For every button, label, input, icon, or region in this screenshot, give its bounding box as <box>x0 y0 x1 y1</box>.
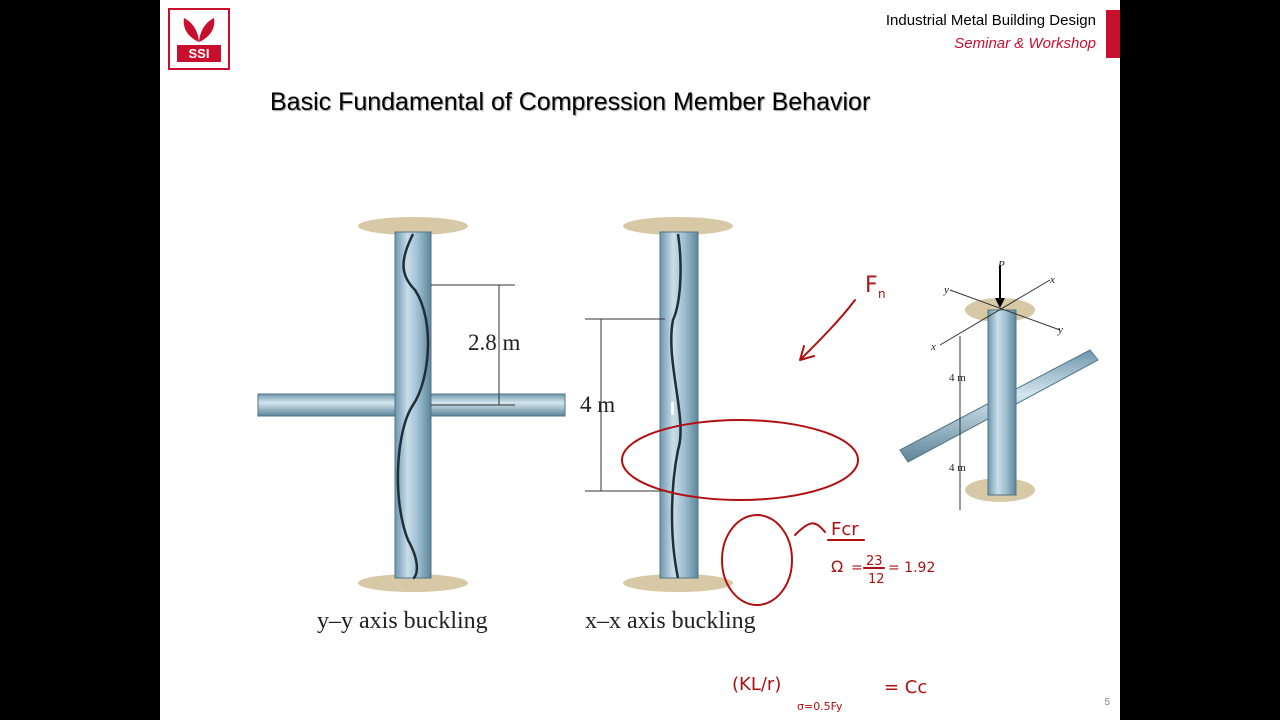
accent-bar <box>1106 10 1120 58</box>
caption-y-axis: y–y axis buckling <box>317 608 488 634</box>
iso-dimension-lower: 4 m <box>949 462 966 474</box>
svg-text:y: y <box>943 284 949 296</box>
leaf-icon <box>183 18 215 42</box>
header-title: Industrial Metal Building Design <box>885 12 1096 29</box>
ink-annotations: F n Fcr Ω = 23 12 = 1.92 (KL/r) σ=0.5Fy … <box>621 273 935 713</box>
dimension-4m: 4 m <box>580 392 615 417</box>
buckling-figure: 2.8 m I 4 m P y x y x <box>257 217 1099 713</box>
svg-text:x: x <box>1049 274 1055 286</box>
ssi-logo: SSI <box>168 8 230 70</box>
top-support <box>623 217 733 235</box>
y-axis-buckling-diagram: 2.8 m <box>257 217 566 592</box>
svg-text:= Cc: = Cc <box>884 677 927 698</box>
svg-text:Ω: Ω <box>831 557 843 576</box>
svg-text:y: y <box>1057 324 1063 336</box>
buckled-shape-left <box>396 233 430 580</box>
slide: SSI Industrial Metal Building Design Sem… <box>160 0 1120 720</box>
header-subtitle: Seminar & Workshop <box>954 35 1096 52</box>
caption-x-axis: x–x axis buckling <box>585 608 756 634</box>
ink-circle <box>721 514 793 606</box>
svg-text:=: = <box>851 560 863 576</box>
iso-dimension-upper: 4 m <box>949 372 966 384</box>
svg-text:(KL/r): (KL/r) <box>732 674 781 695</box>
ink-arrow-icon <box>799 299 856 361</box>
svg-text:= 1.92: = 1.92 <box>888 560 935 576</box>
svg-text:n: n <box>878 287 886 301</box>
ink-fcr: Fcr <box>831 519 859 540</box>
svg-text:σ=0.5Fy: σ=0.5Fy <box>797 700 843 713</box>
top-support <box>358 217 468 235</box>
bottom-support <box>358 574 468 592</box>
logo-text: SSI <box>177 45 221 62</box>
svg-text:23: 23 <box>866 554 883 569</box>
isometric-column-diagram: P y x y x 4 m 4 m <box>899 259 1099 510</box>
bottom-support <box>623 574 733 592</box>
svg-text:12: 12 <box>868 572 885 587</box>
dimension-2.8m: 2.8 m <box>468 330 521 355</box>
ink-ellipse <box>621 419 859 501</box>
svg-text:P: P <box>997 259 1005 271</box>
x-axis-buckling-diagram: I 4 m <box>580 217 733 592</box>
svg-text:x: x <box>930 341 936 353</box>
slide-title: Basic Fundamental of Compression Member … <box>270 88 871 116</box>
buckled-shape-right <box>670 233 682 579</box>
i-section-icon: I <box>670 399 675 419</box>
svg-text:F: F <box>865 273 878 298</box>
page-number: 5 <box>1104 697 1110 708</box>
